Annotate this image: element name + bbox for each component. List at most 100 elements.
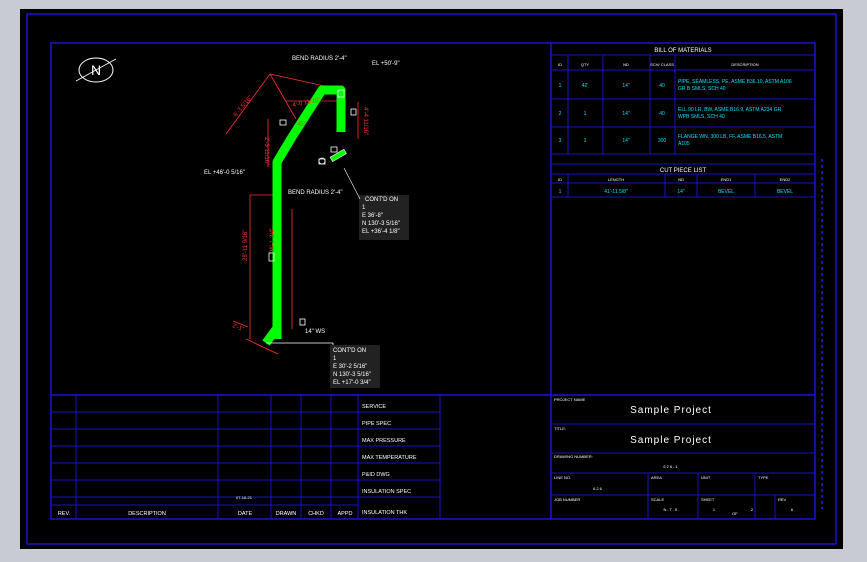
svg-text:FLANGE WN, 300 LB, FF, ASME B1: FLANGE WN, 300 LB, FF, ASME B16.5, ASTM [678,134,782,140]
svg-text:SCALE: SCALE [651,497,664,502]
svg-text:QTY: QTY [581,62,590,67]
contd-bottom-note: CONT'D ON 1 E 30'-2 5/16" N 130'-3 5/16"… [330,345,380,388]
dim-top: 4'-0 11/16" [292,97,321,109]
svg-text:3: 3 [559,138,562,144]
elevation-top: EL +50'-9" [372,61,400,67]
dim-long: 28'-11 9/16" [243,229,249,261]
svg-text:1: 1 [362,205,366,211]
dim-diagonal: 6'-3 5/16" [233,95,254,118]
svg-text:WPB SMLS, SCH 40: WPB SMLS, SCH 40 [678,114,725,120]
svg-text:40: 40 [659,111,665,117]
bend-radius-bottom: BEND RADIUS 2'-4" [288,190,343,196]
cut-list-row: 1 41'-11 5/8" 14" BEVEL BEVEL [559,189,794,195]
svg-text:REV.: REV. [58,511,71,517]
svg-text:PIPE, SEAMLESS, PE, ASME B36.1: PIPE, SEAMLESS, PE, ASME B36.10, ASTM A1… [678,79,792,85]
svg-text:ND: ND [678,177,684,182]
project-name: Sample Project [630,405,712,416]
revision-block: 07-16-21 REV. DESCRIPTION DATE DRAWN CHK… [51,395,359,519]
svg-text:DRAWN: DRAWN [276,511,297,517]
svg-text:BEVEL: BEVEL [777,189,793,195]
svg-text:UNIT: UNIT [701,475,711,480]
svg-text:ND: ND [623,62,629,67]
svg-text:1: 1 [584,138,587,144]
svg-text:DESCRIPTION: DESCRIPTION [731,62,758,67]
component-markers [268,89,357,326]
svg-text:END2: END2 [780,177,791,182]
svg-text:MAX TEMPERATURE: MAX TEMPERATURE [362,455,417,461]
size-label: 14" WS [305,329,325,335]
svg-text:SCH/ CLASS: SCH/ CLASS [650,62,674,67]
north-arrow-icon: N [75,57,117,83]
svg-text:JOB NUMBER: JOB NUMBER [554,497,580,502]
svg-text:LINE NO.: LINE NO. [554,475,571,480]
svg-text:EL +17'-0 3/4": EL +17'-0 3/4" [333,380,371,386]
svg-text:ID: ID [558,62,562,67]
bom-row: 3 1 14" 300 FLANGE WN, 300 LB, FF, ASME … [559,134,783,147]
revision-number: 6 [791,507,794,512]
sheet-total: 2 [751,507,754,512]
svg-text:CHKD: CHKD [308,511,324,517]
svg-text:PIPE SPEC: PIPE SPEC [362,421,391,427]
contd-top-note: CONT'D ON 1 E 36'-8" N 130'-3 5/16" EL +… [343,167,409,240]
svg-text:OF: OF [732,511,738,516]
svg-text:A105: A105 [678,141,690,147]
svg-text:N 130'-3 5/16": N 130'-3 5/16" [362,221,400,227]
bom-row: 1 42' 14" 40 PIPE, SEAMLESS, PE, ASME B3… [559,79,792,92]
dim-right: 4'-4 11/16" [362,107,368,135]
svg-text:DESCRIPTION: DESCRIPTION [128,511,166,517]
svg-text:DATE: DATE [238,511,253,517]
pipe-route [262,85,347,351]
svg-text:2: 2 [559,111,562,117]
svg-text:INSULATION THK: INSULATION THK [362,510,407,516]
svg-text:CONT'D ON: CONT'D ON [365,197,398,203]
bom-row: 2 1 14" 40 ELL 90 LR, BW, ASME B16.9, AS… [559,107,782,120]
bom-title: BILL OF MATERIALS [654,48,711,54]
svg-text:41'-11 5/8": 41'-11 5/8" [604,189,628,195]
bill-of-materials: BILL OF MATERIALS ID QTY ND SCH/ CLASS D… [551,48,815,198]
cut-list-title: CUT PIECE LIST [660,168,707,174]
svg-text:N 130'-3 5/16": N 130'-3 5/16" [333,372,371,378]
svg-text:END1: END1 [721,177,732,182]
dim-low: 2'-1" [231,323,244,333]
svg-text:40: 40 [659,83,665,89]
svg-text:CONT'D ON: CONT'D ON [333,348,366,354]
svg-text:14": 14" [622,83,630,89]
inner-frame [50,42,816,520]
title-block: PROJECT NAME Sample Project TITLE: Sampl… [551,397,815,519]
svg-text:1: 1 [584,111,587,117]
svg-text:BEVEL: BEVEL [718,189,734,195]
bend-radius-top: BEND RADIUS 2'-4" [292,56,347,62]
svg-text:LENGTH: LENGTH [608,177,624,182]
svg-text:SHEET: SHEET [701,497,715,502]
north-label: N [91,62,101,78]
svg-text:1: 1 [559,83,562,89]
svg-text:TYPE: TYPE [758,475,769,480]
svg-text:ELL 90 LR, BW, ASME B16.9, AST: ELL 90 LR, BW, ASME B16.9, ASTM A234 GR [678,107,782,113]
svg-text:SERVICE: SERVICE [362,404,386,410]
svg-text:ID: ID [558,177,562,182]
elevation-left: EL +46'-0 5/16" [204,170,245,176]
svg-text:14": 14" [677,189,685,195]
dim-vertical: 26'-1 3/4" [270,228,276,253]
isometric-drawing: N BEND RADIUS 2'-4" BEND RADIUS 2'-4" EL… [26,13,837,545]
drawing-number: 626-1 [663,464,678,469]
svg-text:REV: REV [778,497,787,502]
svg-text:APPD: APPD [338,511,353,517]
sheet-number: 1 [713,507,716,512]
outer-frame [26,13,837,545]
svg-text:E 30'-2 5/16": E 30'-2 5/16" [333,364,367,370]
drawing-sheet: N BEND RADIUS 2'-4" BEND RADIUS 2'-4" EL… [20,9,843,549]
dim-angle: 45° [297,122,307,128]
svg-text:MAX PRESSURE: MAX PRESSURE [362,438,406,444]
revision-date: 07-16-21 [236,495,253,500]
svg-text:14": 14" [622,111,630,117]
svg-text:P&ID DWG: P&ID DWG [362,472,390,478]
spec-table: SERVICE PIPE SPEC MAX PRESSURE MAX TEMPE… [358,395,441,519]
svg-text:42': 42' [582,83,589,89]
svg-text:300: 300 [658,138,667,144]
svg-text:GR B SMLS, SCH 40: GR B SMLS, SCH 40 [678,86,726,92]
svg-text:14": 14" [622,138,630,144]
svg-text:AREA: AREA [651,475,662,480]
svg-text:EL +36'-4 1/8": EL +36'-4 1/8" [362,229,400,235]
svg-text:DRAWING NUMBER:: DRAWING NUMBER: [554,454,593,459]
